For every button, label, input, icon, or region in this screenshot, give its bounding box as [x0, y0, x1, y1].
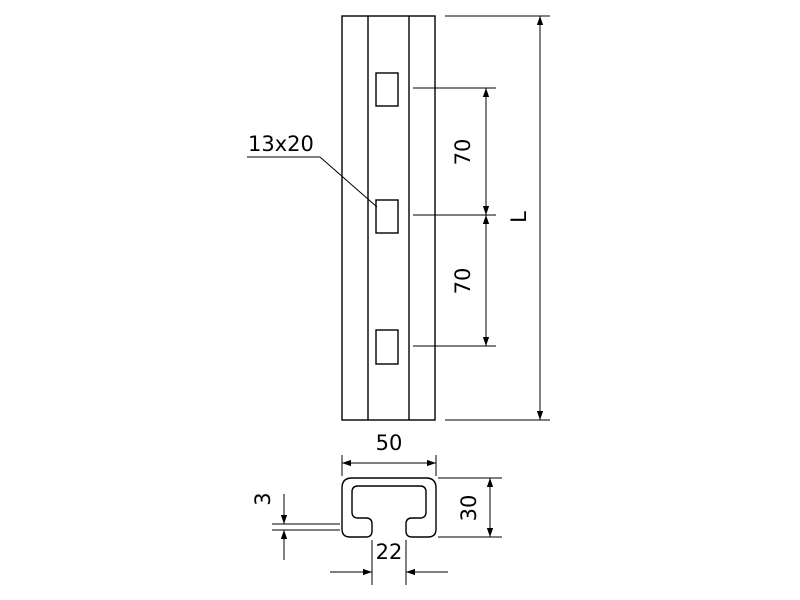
- slot-size-callout: 13x20: [247, 132, 378, 208]
- opening-label: 22: [376, 540, 403, 564]
- width-label: 50: [376, 431, 403, 455]
- channel-cross-section: [341, 477, 437, 538]
- thickness-label: 3: [251, 492, 275, 505]
- channel-front-view: [341, 15, 436, 421]
- width-dimension: 50: [341, 431, 437, 476]
- slot-middle: [375, 199, 399, 234]
- slot-size-label: 13x20: [248, 132, 314, 156]
- height-dimension: 30: [438, 477, 502, 538]
- height-label: 30: [457, 495, 481, 522]
- opening-dimension: 22: [330, 540, 448, 585]
- thickness-dimension: 3: [251, 492, 340, 560]
- length-dimension: L: [445, 15, 550, 421]
- length-label: L: [507, 211, 531, 223]
- pitch-upper-label: 70: [451, 139, 475, 166]
- pitch-lower-label: 70: [451, 268, 475, 295]
- pitch-dimensions: 70 70: [413, 87, 496, 347]
- slot-top: [375, 72, 399, 107]
- slot-bottom: [375, 329, 399, 365]
